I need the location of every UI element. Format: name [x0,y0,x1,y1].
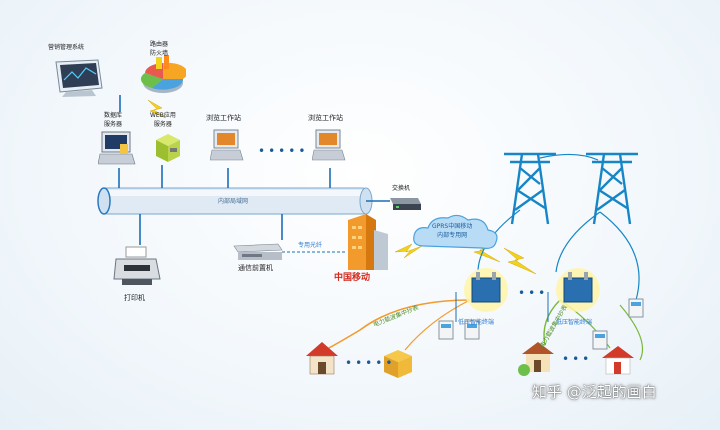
fiber-label: 专用光纤 [298,242,323,249]
transformer-icon [464,268,508,312]
database-server-icon [98,131,136,165]
house-icon-2 [384,350,412,378]
tower-icon [504,152,556,225]
router-firewall-label: 路由器 防火墙 [150,41,169,57]
house-ellipsis: ••••• [345,356,396,370]
workstation-label-1: 浏览工作站 [206,114,241,122]
workstation-icon [210,129,244,161]
china-mobile-label: 中国移动 [334,273,371,283]
house-icon-3 [518,342,554,376]
printer-label: 打印机 [124,294,145,302]
billing-system-label: 营销管理系统 [48,44,85,51]
web-server-icon [156,134,180,162]
meter-icon [438,320,454,340]
comm-front-label: 通信前置机 [238,264,273,272]
comm-server-icon [233,243,283,260]
lv-terminal-label-1: 低压智能终端 [458,319,495,326]
monitor-icon [55,59,103,97]
workstation-label-2: 浏览工作站 [308,114,343,122]
pie-chart-icon [140,55,186,93]
cloud-icon [413,214,498,249]
house-icon-4 [602,346,634,375]
gprs-cloud-label: GPRS中国移动 内部专用网 [432,223,473,239]
workstation-ellipsis: ••••• [258,144,309,158]
tower-icon-2 [586,152,638,225]
building-icon [348,214,388,270]
db-server-label: 数据库 服务器 [104,112,123,128]
meter-icon-2 [464,320,480,340]
meter-icon-3 [592,330,608,350]
printer-icon [113,246,161,285]
transformer-ellipsis: ••• [518,286,549,300]
lv-terminal-label-2: 低压智能终端 [556,319,593,326]
switch-label: 交换机 [392,185,411,192]
switch-icon [390,198,421,210]
house-ellipsis-2: ••• [562,352,593,366]
house-icon [306,342,338,375]
transformer-icon-2 [556,268,600,312]
lan-label: 内部局域网 [218,198,249,205]
meter-icon-4 [628,298,644,318]
watermark: 知乎 @泛起的画白 [532,383,657,401]
workstation-icon-2 [312,129,346,161]
web-server-label: WEB应用 服务器 [150,112,176,128]
